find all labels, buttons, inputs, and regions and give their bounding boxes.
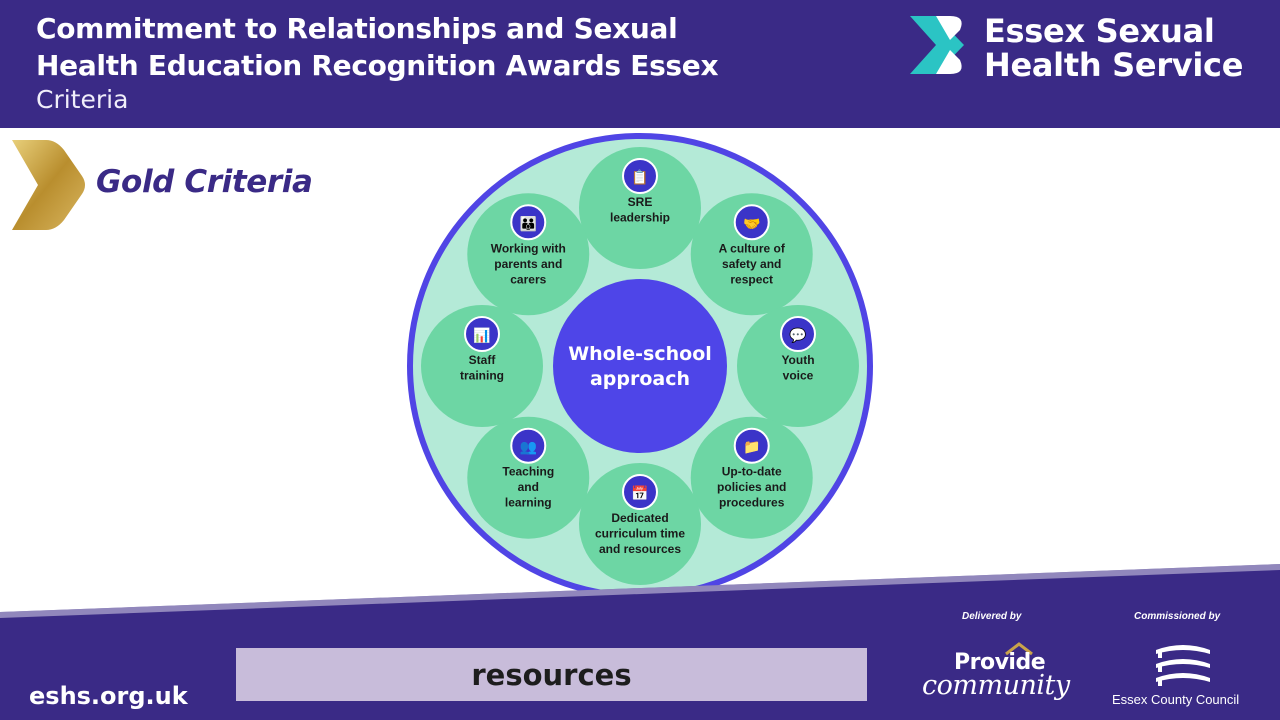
site-url[interactable]: eshs.org.uk	[29, 682, 188, 710]
segment-label: respect	[730, 272, 773, 286]
eshs-logo-text: Essex Sexual Health Service	[984, 14, 1243, 82]
segment-icon-glyph: 👪	[520, 215, 537, 232]
wheel-segment	[467, 193, 590, 316]
logo-text-line: Health Service	[984, 46, 1244, 84]
eshs-logo: Essex Sexual Health Service	[906, 12, 1266, 84]
segment-label: voice	[783, 369, 814, 383]
segment-label: policies and	[717, 480, 786, 494]
parents-icon	[510, 204, 547, 241]
folder-document-icon	[733, 427, 770, 464]
community-word: community	[922, 670, 1070, 701]
header-banner: Commitment to Relationships and Sexual H…	[0, 0, 1280, 128]
segment-label: SRE	[628, 195, 653, 209]
essex-county-council-logo: Essex County Council	[1110, 640, 1250, 710]
segment-label: training	[460, 369, 504, 383]
segment-label: Dedicated	[611, 511, 668, 525]
provide-word: Provide	[954, 650, 1046, 675]
header-title: Commitment to Relationships and Sexual H…	[36, 10, 719, 116]
segment-label: safety and	[722, 257, 781, 271]
whole-school-wheel: 📋 SRE leadership 🤝 A culture of safety andres…	[407, 133, 873, 599]
segment-icon-glyph: 👥	[520, 440, 537, 456]
segment-label: Working with	[491, 241, 566, 255]
segment-label: Teaching	[502, 465, 554, 479]
clipboard-person-icon	[622, 158, 658, 194]
segment-label: Youth	[781, 353, 814, 367]
segment-label: leadership	[610, 211, 670, 225]
segment-label: and resources	[599, 542, 681, 556]
speech-bubbles-icon	[780, 316, 816, 352]
gold-criteria-label: Gold Criteria	[96, 164, 313, 200]
segment-icon-glyph: 📅	[631, 485, 648, 502]
segment-label: A culture of	[719, 241, 786, 255]
provide-community-logo: Provide community	[918, 640, 1078, 710]
eshs-logo-icon	[910, 16, 964, 74]
header-subtitle: Criteria	[36, 85, 129, 114]
wheel-segment	[467, 416, 590, 539]
provide-roof-icon	[1005, 642, 1033, 656]
commissioned-by-label: Commissioned by	[1134, 611, 1221, 622]
segment-label: parents and	[494, 257, 562, 271]
wheel-segment	[579, 147, 701, 269]
wheel-center	[553, 279, 727, 453]
segment-icon-glyph: 💬	[789, 327, 807, 344]
resources-button[interactable]: resources	[236, 648, 867, 701]
handshake-icon	[733, 204, 770, 241]
council-name: Essex County Council	[1112, 692, 1240, 707]
segment-icon-glyph: 🤝	[743, 216, 760, 232]
segment-icon-glyph: 📋	[631, 169, 648, 186]
segment-label: procedures	[719, 496, 785, 510]
delivered-by-label: Delivered by	[962, 611, 1022, 622]
wheel-segment	[421, 305, 543, 427]
timetable-icon	[622, 474, 658, 510]
gold-chevron-icon	[12, 140, 85, 230]
logo-text-line: Essex Sexual	[984, 12, 1215, 50]
wheel-segment	[690, 416, 813, 539]
segment-label: learning	[505, 496, 552, 510]
gold-criteria-badge: Gold Criteria	[10, 138, 340, 233]
resources-label: resources	[471, 657, 632, 692]
header-title-line: Health Education Recognition Awards Esse…	[36, 49, 719, 82]
center-label: approach	[590, 368, 690, 390]
header-title-line: Commitment to Relationships and Sexual	[36, 12, 678, 45]
teacher-student-icon	[510, 427, 547, 464]
wheel-segment	[737, 305, 859, 427]
seaxes-crest-icon	[1156, 645, 1210, 686]
segment-icon-glyph: 📊	[473, 327, 490, 344]
wheel-segment	[690, 193, 813, 316]
center-label: Whole-school	[568, 343, 712, 365]
wheel-segment	[579, 463, 701, 585]
segment-label: Staff	[469, 353, 497, 367]
segment-label: Up-to-date	[722, 465, 782, 479]
segment-icon-glyph: 📁	[743, 440, 760, 456]
segment-label: curriculum time	[595, 527, 685, 541]
segment-label: and	[518, 480, 539, 494]
presentation-board-icon	[464, 316, 500, 352]
segment-label: carers	[510, 272, 546, 286]
